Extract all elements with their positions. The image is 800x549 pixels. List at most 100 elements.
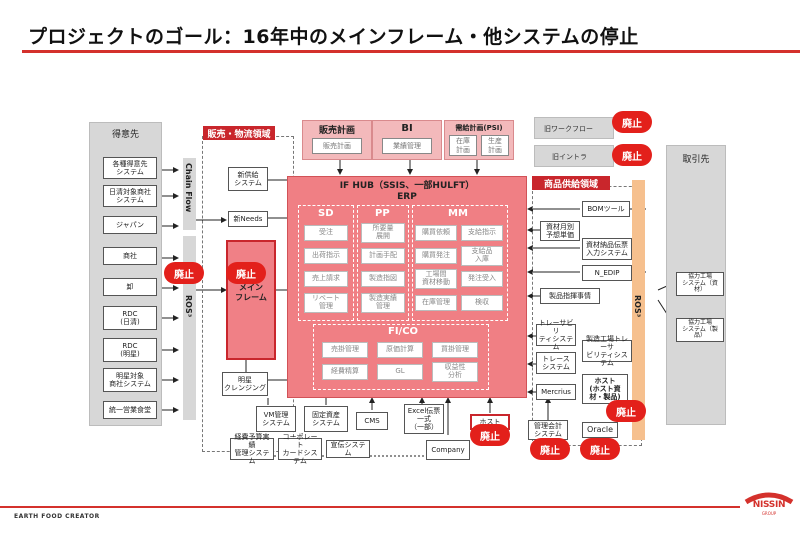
- footer-tagline: EARTH FOOD CREATOR: [14, 513, 100, 520]
- supplier-item: 協力工場 システム（製品）: [676, 318, 724, 342]
- psi-item: 在庫 計画: [449, 135, 477, 156]
- material-delivery-system: 資材納品伝票 入力システム: [582, 238, 632, 260]
- ros-left-label: ROS³: [184, 295, 193, 318]
- meisei-cleansing: 明星 クレンジング: [222, 372, 268, 396]
- abolish-badge: 廃止: [606, 400, 646, 422]
- erp-cell: 買掛管理: [432, 342, 478, 358]
- erp-cell: 経費精算: [322, 364, 368, 380]
- logo-text: NISSIN: [752, 500, 786, 510]
- factory-traceability: 製造工場トレーサ ビリティシステム: [582, 335, 632, 367]
- abolish-badge: 廃止: [164, 262, 204, 284]
- traceability-system: トレーサビリ ティシステム: [536, 319, 576, 351]
- mainframe-box: [226, 240, 276, 360]
- host-materials: ホスト (ホスト資 材・製品): [582, 374, 628, 404]
- sd-label: SD: [318, 208, 334, 219]
- erp-cell: 発注受入: [461, 271, 503, 287]
- abolish-badge: 廃止: [530, 438, 570, 460]
- erp-cell: 原価計算: [377, 342, 423, 358]
- customer-item: 商社: [103, 247, 157, 265]
- oracle: Oracle: [582, 422, 618, 438]
- erp-cell: 計画手配: [361, 248, 405, 264]
- abolish-badge: 廃止: [580, 438, 620, 460]
- chain-flow-label: Chain Flow: [184, 163, 193, 213]
- erp-cell: GL: [377, 364, 423, 380]
- mainframe-label: メイン フレーム: [235, 283, 267, 302]
- mercrius: Mercrius: [536, 384, 576, 400]
- excel-slips: Excel伝票 一式 （一部）: [404, 404, 444, 434]
- bi-title: BI: [401, 123, 413, 134]
- company-system: Company: [426, 440, 470, 460]
- fixed-assets-system: 固定資産 システム: [304, 406, 348, 432]
- erp-cell: 収益性 分析: [432, 362, 478, 382]
- psi-title: 需給計画(PSI): [455, 124, 503, 132]
- material-price: 資材月別 予想単価: [540, 221, 580, 241]
- customer-item: RDC (日清): [103, 306, 157, 330]
- pp-module: [357, 205, 409, 321]
- ros-right-label: ROS³: [633, 295, 642, 318]
- erp-cell: 製造実績 管理: [361, 293, 405, 313]
- bi-item: 業績管理: [382, 138, 432, 154]
- old-intra-label: 旧イントラ: [552, 153, 587, 161]
- logo-sub: GROUP: [761, 511, 777, 516]
- fico-label: FI/CO: [388, 326, 419, 337]
- erp-cell: 工場間 資材移動: [415, 269, 457, 289]
- cms-system: CMS: [356, 412, 388, 430]
- erp-title: ERP: [397, 192, 417, 202]
- new-supply-system: 新供給 システム: [228, 167, 268, 191]
- page-title: プロジェクトのゴール：16年中のメインフレーム・他システムの停止: [28, 26, 639, 48]
- erp-cell: リベート 管理: [304, 293, 348, 313]
- erp-cell: 購買依頼: [415, 225, 457, 241]
- erp-cell: 支給品 入庫: [461, 246, 503, 266]
- mgmt-accounting-system: 管理会計 システム: [528, 420, 568, 440]
- customer-item: ジャパン: [103, 216, 157, 234]
- erp-cell: 在庫管理: [415, 295, 457, 311]
- customer-item: 日清対象商社 システム: [103, 185, 157, 207]
- erp-cell: 出荷指示: [304, 248, 348, 264]
- nissin-logo: NISSIN GROUP: [744, 490, 794, 520]
- supplier-panel-title: 取引先: [682, 155, 710, 165]
- erp-cell: 受注: [304, 225, 348, 241]
- customer-item: 明星対象 商社システム: [103, 368, 157, 392]
- customer-item: 各種得意先 システム: [103, 157, 157, 179]
- erp-cell: 購買発注: [415, 248, 457, 264]
- sales-plan-item: 販売計画: [312, 138, 362, 154]
- customer-panel-title: 得意先: [111, 130, 139, 140]
- abolish-badge: 廃止: [226, 262, 266, 284]
- psi-item: 生産 計画: [481, 135, 509, 156]
- abolish-badge: 廃止: [612, 144, 652, 166]
- sd-module: [298, 205, 354, 321]
- customer-item: 卸: [103, 278, 157, 296]
- budget-system: 経費予算実績 管理システム: [230, 433, 274, 465]
- if-hub-label: IF HUB（SSIS、一部HULFT）: [339, 181, 475, 191]
- erp-cell: 所要量 展開: [361, 223, 405, 243]
- chain-flow-bar: [183, 158, 196, 230]
- n-edip: N_EDIP: [582, 265, 632, 281]
- old-workflow-label: 旧ワークフロー: [544, 125, 593, 133]
- ros-right-bar: [632, 180, 645, 440]
- abolish-badge: 廃止: [470, 424, 510, 446]
- customer-item: RDC (明星): [103, 338, 157, 362]
- supplier-item: 協力工場 システム（資材）: [676, 272, 724, 296]
- erp-box: [287, 176, 527, 398]
- sales-plan-title: 販売計画: [318, 126, 355, 136]
- vm-system: VM管理 システム: [256, 406, 296, 432]
- erp-cell: 検収: [461, 295, 503, 311]
- new-needs-system: 新Needs: [228, 211, 268, 227]
- abolish-badge: 廃止: [612, 111, 652, 133]
- mm-label: MM: [448, 208, 468, 219]
- corporate-card-system: コーポレート カードシステム: [278, 433, 322, 465]
- supply-region-header: 商品供給領域: [532, 176, 610, 190]
- mm-module: [412, 205, 508, 321]
- title-underline: [22, 50, 800, 53]
- sales-region-header: 販売・物流領域: [203, 126, 275, 140]
- fico-module: [313, 324, 489, 390]
- trace-system: トレース システム: [536, 352, 576, 374]
- erp-cell: 製造指図: [361, 271, 405, 287]
- bom-tool: BOMツール: [582, 201, 630, 217]
- erp-cell: 支給指示: [461, 225, 503, 241]
- promo-system: 宣伝システム: [326, 440, 370, 458]
- customer-item: 統一営業食堂: [103, 401, 157, 419]
- pp-label: PP: [375, 208, 390, 219]
- erp-cell: 売上請求: [304, 271, 348, 287]
- product-command: 製品指揮事情: [540, 288, 600, 304]
